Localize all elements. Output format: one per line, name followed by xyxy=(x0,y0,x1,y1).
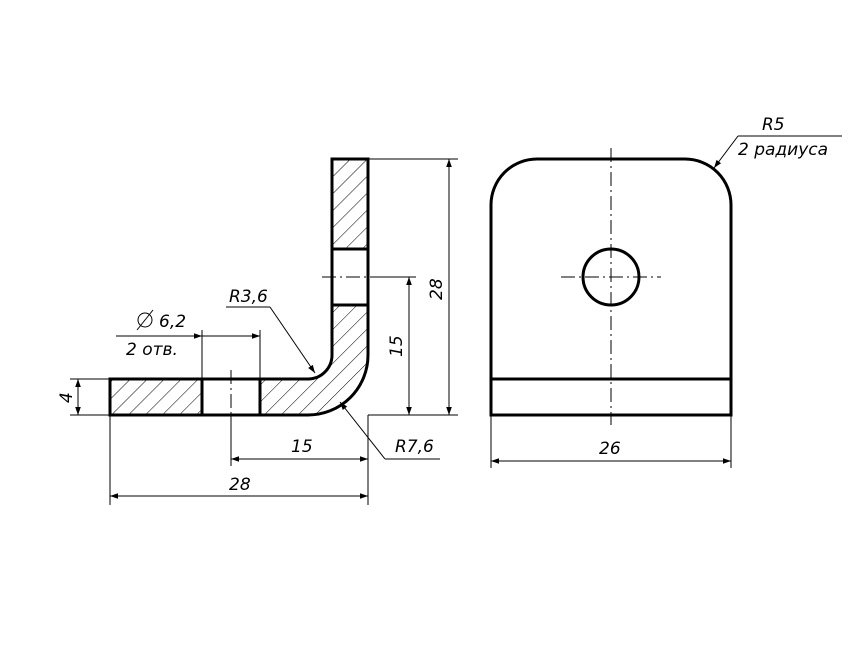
dim-text-vertical-28: 28 xyxy=(427,278,447,300)
leader-outer-radius xyxy=(339,401,386,460)
dim-text-horizontal-28: 28 xyxy=(229,475,251,495)
leader-corner-radius xyxy=(713,135,739,169)
dim-text-corner-radius: R5 xyxy=(762,115,785,135)
dim-text-outer-radius: R7,6 xyxy=(395,437,434,457)
bracket-outline xyxy=(108,157,370,417)
leader-inner-radius xyxy=(269,306,316,374)
dim-text-hole-offset: 15 xyxy=(291,437,313,457)
dim-text-hole-height: 15 xyxy=(387,335,407,357)
side-view: 26 R5 2 радиуса xyxy=(489,115,842,468)
front-view: 28 15 28 15 4 6,2 2 отв. R3,6 R7,6 xyxy=(57,157,458,505)
dim-text-hole-diameter: 6,2 xyxy=(159,312,186,332)
dim-text-hole-count: 2 отв. xyxy=(126,340,178,360)
dim-text-width-26: 26 xyxy=(599,439,621,459)
diameter-sign-icon xyxy=(136,309,154,331)
dim-text-inner-radius: R3,6 xyxy=(229,287,268,307)
plate-outline xyxy=(489,157,733,417)
dim-text-thickness: 4 xyxy=(57,392,77,403)
dim-text-corner-radius-count: 2 радиуса xyxy=(738,140,828,160)
hatch-vertical-top xyxy=(332,159,368,249)
hatch-bend xyxy=(260,305,368,415)
hatch-horizontal-left xyxy=(110,379,202,415)
